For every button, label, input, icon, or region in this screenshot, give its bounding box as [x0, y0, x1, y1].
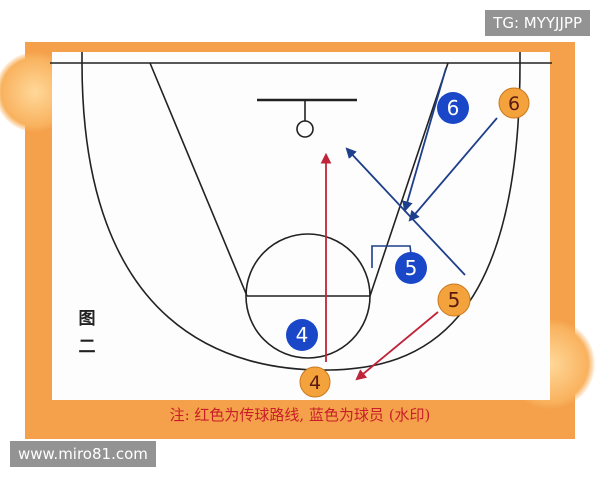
player-orange-4-number: 4	[309, 372, 321, 394]
rim	[296, 120, 314, 138]
lane-line-right	[369, 62, 449, 297]
figure-label-char-2: 二	[78, 337, 96, 357]
run-arrow-5-to-rim	[345, 147, 466, 276]
figure-label-char-1: 图	[78, 309, 96, 329]
player-blue-6: 6	[437, 92, 469, 124]
pass-arrow-5-to-corner	[355, 311, 439, 381]
player-orange-4: 4	[299, 366, 331, 398]
legend-note: 注: 红色为传球路线, 蓝色为球员 (水印)	[169, 406, 431, 424]
run-arrow-6-cut	[402, 67, 447, 213]
player-orange-5: 5	[437, 283, 471, 317]
free-throw-circle	[245, 233, 371, 359]
player-blue-4: 4	[286, 319, 318, 351]
figure-label: 图 二	[76, 305, 98, 361]
player-orange-5-number: 5	[448, 288, 461, 312]
player-blue-4-number: 4	[296, 323, 309, 347]
player-blue-5-number: 5	[405, 256, 418, 280]
run-arrow-6-wing	[408, 117, 498, 222]
player-orange-6: 6	[498, 87, 530, 119]
player-blue-5: 5	[395, 252, 427, 284]
site-watermark: www.miro81.com	[10, 441, 156, 467]
player-blue-6-number: 6	[447, 96, 460, 120]
lane-line-left	[149, 62, 248, 297]
player-orange-6-number: 6	[508, 93, 520, 115]
telegram-watermark: TG: MYYJJPP	[485, 10, 590, 36]
three-point-arc	[81, 62, 521, 371]
